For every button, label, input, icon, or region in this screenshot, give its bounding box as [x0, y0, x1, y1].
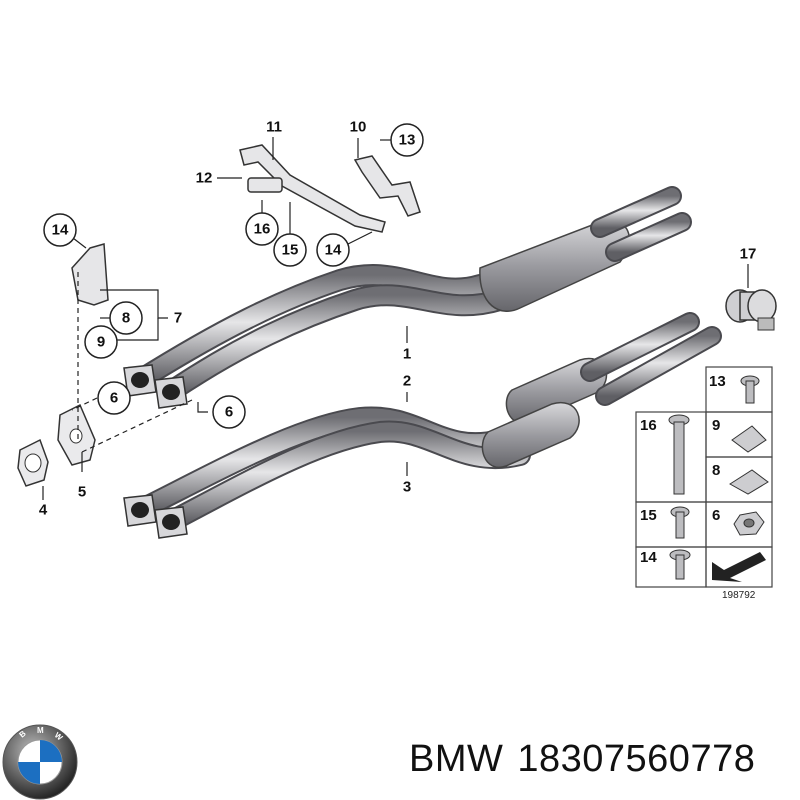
grid-label-15: 15 [640, 507, 657, 524]
svg-text:4: 4 [39, 502, 48, 519]
svg-text:8: 8 [122, 310, 130, 327]
grid-label-8: 8 [712, 462, 720, 479]
svg-text:B: B [18, 729, 28, 740]
exhaust-pipe-1 [123, 186, 692, 409]
callout-5: 5 [78, 484, 86, 501]
svg-text:2: 2 [403, 373, 411, 390]
svg-text:7: 7 [174, 310, 182, 327]
exhaust-pipe-2-3 [123, 312, 722, 539]
direction-arrow-icon [712, 552, 766, 582]
svg-text:11: 11 [266, 119, 282, 136]
callout-4: 4 [39, 502, 48, 519]
callout-6-left: 6 [97, 381, 131, 415]
caption-brand: BMW [409, 738, 504, 780]
callout-9: 9 [84, 325, 118, 359]
svg-text:6: 6 [110, 390, 118, 407]
callout-2: 2 [403, 373, 411, 390]
callout-10: 10 [350, 119, 367, 136]
bolt-icon [740, 375, 760, 404]
catalytic-converter-lower [481, 401, 580, 469]
grid-label-13: 13 [709, 373, 726, 390]
grid-label-6: 6 [712, 507, 720, 524]
callout-3: 3 [403, 479, 411, 496]
clip-nut-icon [731, 425, 767, 453]
svg-text:W: W [53, 731, 65, 743]
svg-text:14: 14 [325, 242, 342, 259]
svg-text:5: 5 [78, 484, 86, 501]
callout-15: 15 [273, 233, 307, 267]
long-bolt-icon [668, 414, 690, 495]
flange-icon [123, 364, 188, 409]
bmw-logo: B M W [2, 724, 78, 800]
callout-6-right: 6 [212, 395, 246, 429]
flange-icon [123, 494, 188, 539]
parts-grid [635, 366, 773, 588]
grid-label-14: 14 [640, 549, 657, 566]
short-bolt-icon [670, 506, 690, 539]
bracket-14-left [71, 243, 109, 306]
clamp-icon [725, 289, 777, 331]
callout-11: 11 [266, 119, 282, 136]
svg-text:10: 10 [350, 119, 367, 136]
svg-text:16: 16 [254, 221, 271, 238]
image-number: 198792 [722, 590, 756, 601]
callout-14-bracket: 14 [316, 233, 350, 267]
svg-text:9: 9 [97, 334, 105, 351]
callout-8: 8 [109, 301, 143, 335]
svg-text:17: 17 [740, 246, 757, 263]
svg-text:M: M [37, 726, 44, 735]
grid-label-16: 16 [640, 417, 657, 434]
bracket-5-icon [57, 403, 96, 466]
flange-bolt-icon [669, 549, 691, 580]
callout-14-left: 14 [43, 213, 77, 247]
svg-text:12: 12 [196, 170, 213, 187]
callout-7: 7 [174, 310, 182, 327]
svg-text:13: 13 [399, 132, 416, 149]
svg-text:15: 15 [282, 242, 299, 259]
svg-text:14: 14 [52, 222, 69, 239]
callout-13: 13 [390, 123, 424, 157]
bracket-11-12 [239, 144, 386, 233]
part-caption: BMW 18307560778 [409, 738, 769, 781]
hex-nut-icon [733, 511, 765, 536]
caption-part-number: 18307560778 [517, 738, 756, 780]
callout-1: 1 [403, 346, 411, 363]
callout-12: 12 [196, 170, 213, 187]
grid-label-9: 9 [712, 417, 720, 434]
callout-16: 16 [245, 212, 279, 246]
bracket-10 [353, 155, 421, 217]
callout-17: 17 [740, 246, 757, 263]
svg-text:1: 1 [403, 346, 411, 363]
spring-nut-icon [729, 469, 769, 495]
svg-text:3: 3 [403, 479, 411, 496]
svg-text:6: 6 [225, 404, 233, 421]
gasket-icon [17, 438, 49, 487]
